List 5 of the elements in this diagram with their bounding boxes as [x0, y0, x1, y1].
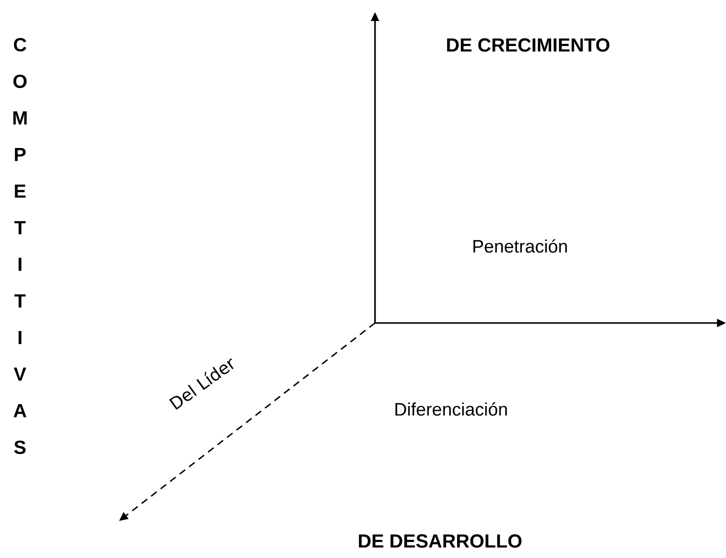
axis-label: Penetración	[473, 239, 567, 253]
axis-label: Diferenciación	[395, 402, 507, 416]
vertical-label: COMPETITIVAS	[13, 38, 27, 454]
axis-label: DE CRECIMIENTO	[447, 38, 610, 52]
axis-label: DE DESARROLLO	[358, 534, 522, 548]
